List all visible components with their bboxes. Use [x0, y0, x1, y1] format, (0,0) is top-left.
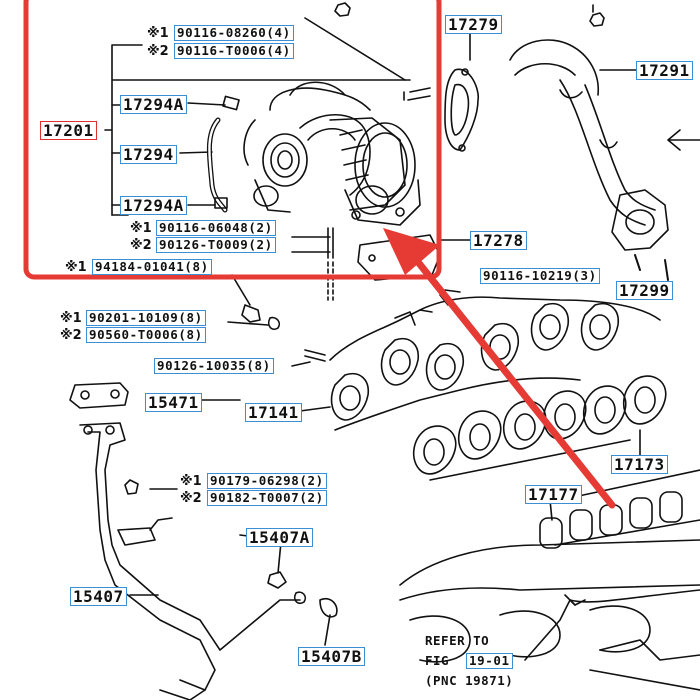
part-label-17279[interactable]: 17279	[445, 15, 502, 34]
part-label-90179-06298[interactable]: 90179-06298(2)	[207, 473, 327, 489]
part-label-17299[interactable]: 17299	[616, 281, 673, 300]
part-label-15407b[interactable]: 15407B	[298, 647, 365, 666]
marker-1: ※1	[180, 474, 202, 489]
part-label-17294a-bottom[interactable]: 17294A	[120, 196, 187, 215]
refer-note-line1: REFER TO	[425, 633, 490, 648]
part-label-17294[interactable]: 17294	[120, 145, 177, 164]
highlight-arrow	[383, 228, 616, 509]
part-label-90126-t0009[interactable]: 90126-T0009(2)	[156, 237, 276, 253]
marker-2: ※2	[180, 491, 202, 506]
part-label-90116-06048[interactable]: 90116-06048(2)	[156, 220, 276, 236]
turbocharger-drawing	[243, 81, 431, 226]
part-label-15407a[interactable]: 15407A	[246, 528, 313, 547]
part-label-90126-10035[interactable]: 90126-10035(8)	[154, 358, 274, 374]
part-label-90116-t0006[interactable]: 90116-T0006(4)	[174, 43, 294, 59]
part-label-90116-10219[interactable]: 90116-10219(3)	[480, 268, 600, 284]
part-label-17201[interactable]: 17201	[40, 121, 97, 140]
refer-note-pnc: (PNC 19871)	[425, 673, 514, 688]
part-label-15471[interactable]: 15471	[145, 393, 202, 412]
marker-1: ※1	[60, 311, 82, 326]
part-label-90182-t0007[interactable]: 90182-T0007(2)	[207, 490, 327, 506]
part-label-90201-10109[interactable]: 90201-10109(8)	[86, 310, 206, 326]
exhaust-manifold-drawing	[329, 296, 661, 431]
marker-1: ※1	[65, 260, 87, 275]
refer-note-fig-label: FIG	[425, 653, 450, 668]
part-label-90560-t0006[interactable]: 90560-T0006(8)	[86, 327, 206, 343]
highlight-frame	[23, 0, 442, 280]
part-label-17294a-top[interactable]: 17294A	[120, 95, 187, 114]
part-label-90116-08260[interactable]: 90116-08260(4)	[174, 25, 294, 41]
part-label-17141[interactable]: 17141	[245, 403, 302, 422]
marker-1: ※1	[130, 221, 152, 236]
part-label-17173[interactable]: 17173	[611, 455, 668, 474]
figure-reference-link[interactable]: 19-01	[466, 653, 513, 669]
marker-2: ※2	[147, 44, 169, 59]
marker-2: ※2	[130, 238, 152, 253]
gasket-17177-drawing	[539, 469, 700, 549]
part-label-17177[interactable]: 17177	[525, 485, 582, 504]
part-label-94184-01041[interactable]: 94184-01041(8)	[92, 259, 212, 275]
marker-1: ※1	[147, 26, 169, 41]
part-label-17291[interactable]: 17291	[636, 61, 693, 80]
part-label-15407[interactable]: 15407	[70, 587, 127, 606]
marker-2: ※2	[60, 328, 82, 343]
part-label-17278[interactable]: 17278	[470, 231, 527, 250]
